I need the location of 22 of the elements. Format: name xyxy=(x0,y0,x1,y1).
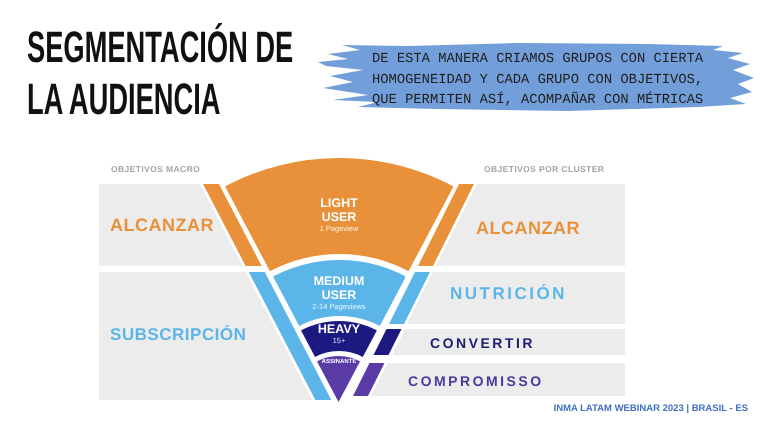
segment-title: MEDIUM USER xyxy=(312,274,366,302)
column-heading: OBJETIVOS MACRO xyxy=(111,164,200,175)
column-heading: OBJETIVOS POR CLUSTER xyxy=(484,164,604,175)
objective-label: NUTRICIÓN xyxy=(450,284,567,304)
segment-title: LIGHT USER xyxy=(319,196,359,224)
objective-panel xyxy=(99,272,312,400)
brush-stroke-banner xyxy=(318,40,754,112)
footer-note: INMA LATAM WEBINAR 2023 | BRASIL - ES xyxy=(554,403,748,415)
objective-panel xyxy=(371,363,625,396)
objective-panel xyxy=(407,272,625,324)
funnel-segment xyxy=(317,356,361,402)
objective-panel xyxy=(436,184,625,266)
objective-label: ALCANZAR xyxy=(476,217,580,239)
objective-panel xyxy=(99,184,243,266)
objective-label: SUBSCRIPCIÓN xyxy=(110,325,246,345)
objective-label: ALCANZAR xyxy=(110,214,214,236)
objective-panel xyxy=(392,329,625,355)
title: SEGMENTACIÓN DE LA AUDIENCIA xyxy=(27,22,294,126)
segment-title: HEAVY xyxy=(316,322,362,336)
objective-label: COMPROMISSO xyxy=(408,372,544,390)
banner-text: DE ESTA MANERA CRIAMOS GRUPOS CON CIERTA HOMOGENEIDAD Y CADA GRUPO CON OBJETIVOS, QUE PERMITEN ASÍ, ACOMPAÑAR CON MÉTRICAS xyxy=(372,51,704,110)
objective-label: CONVERTIR xyxy=(430,334,535,352)
